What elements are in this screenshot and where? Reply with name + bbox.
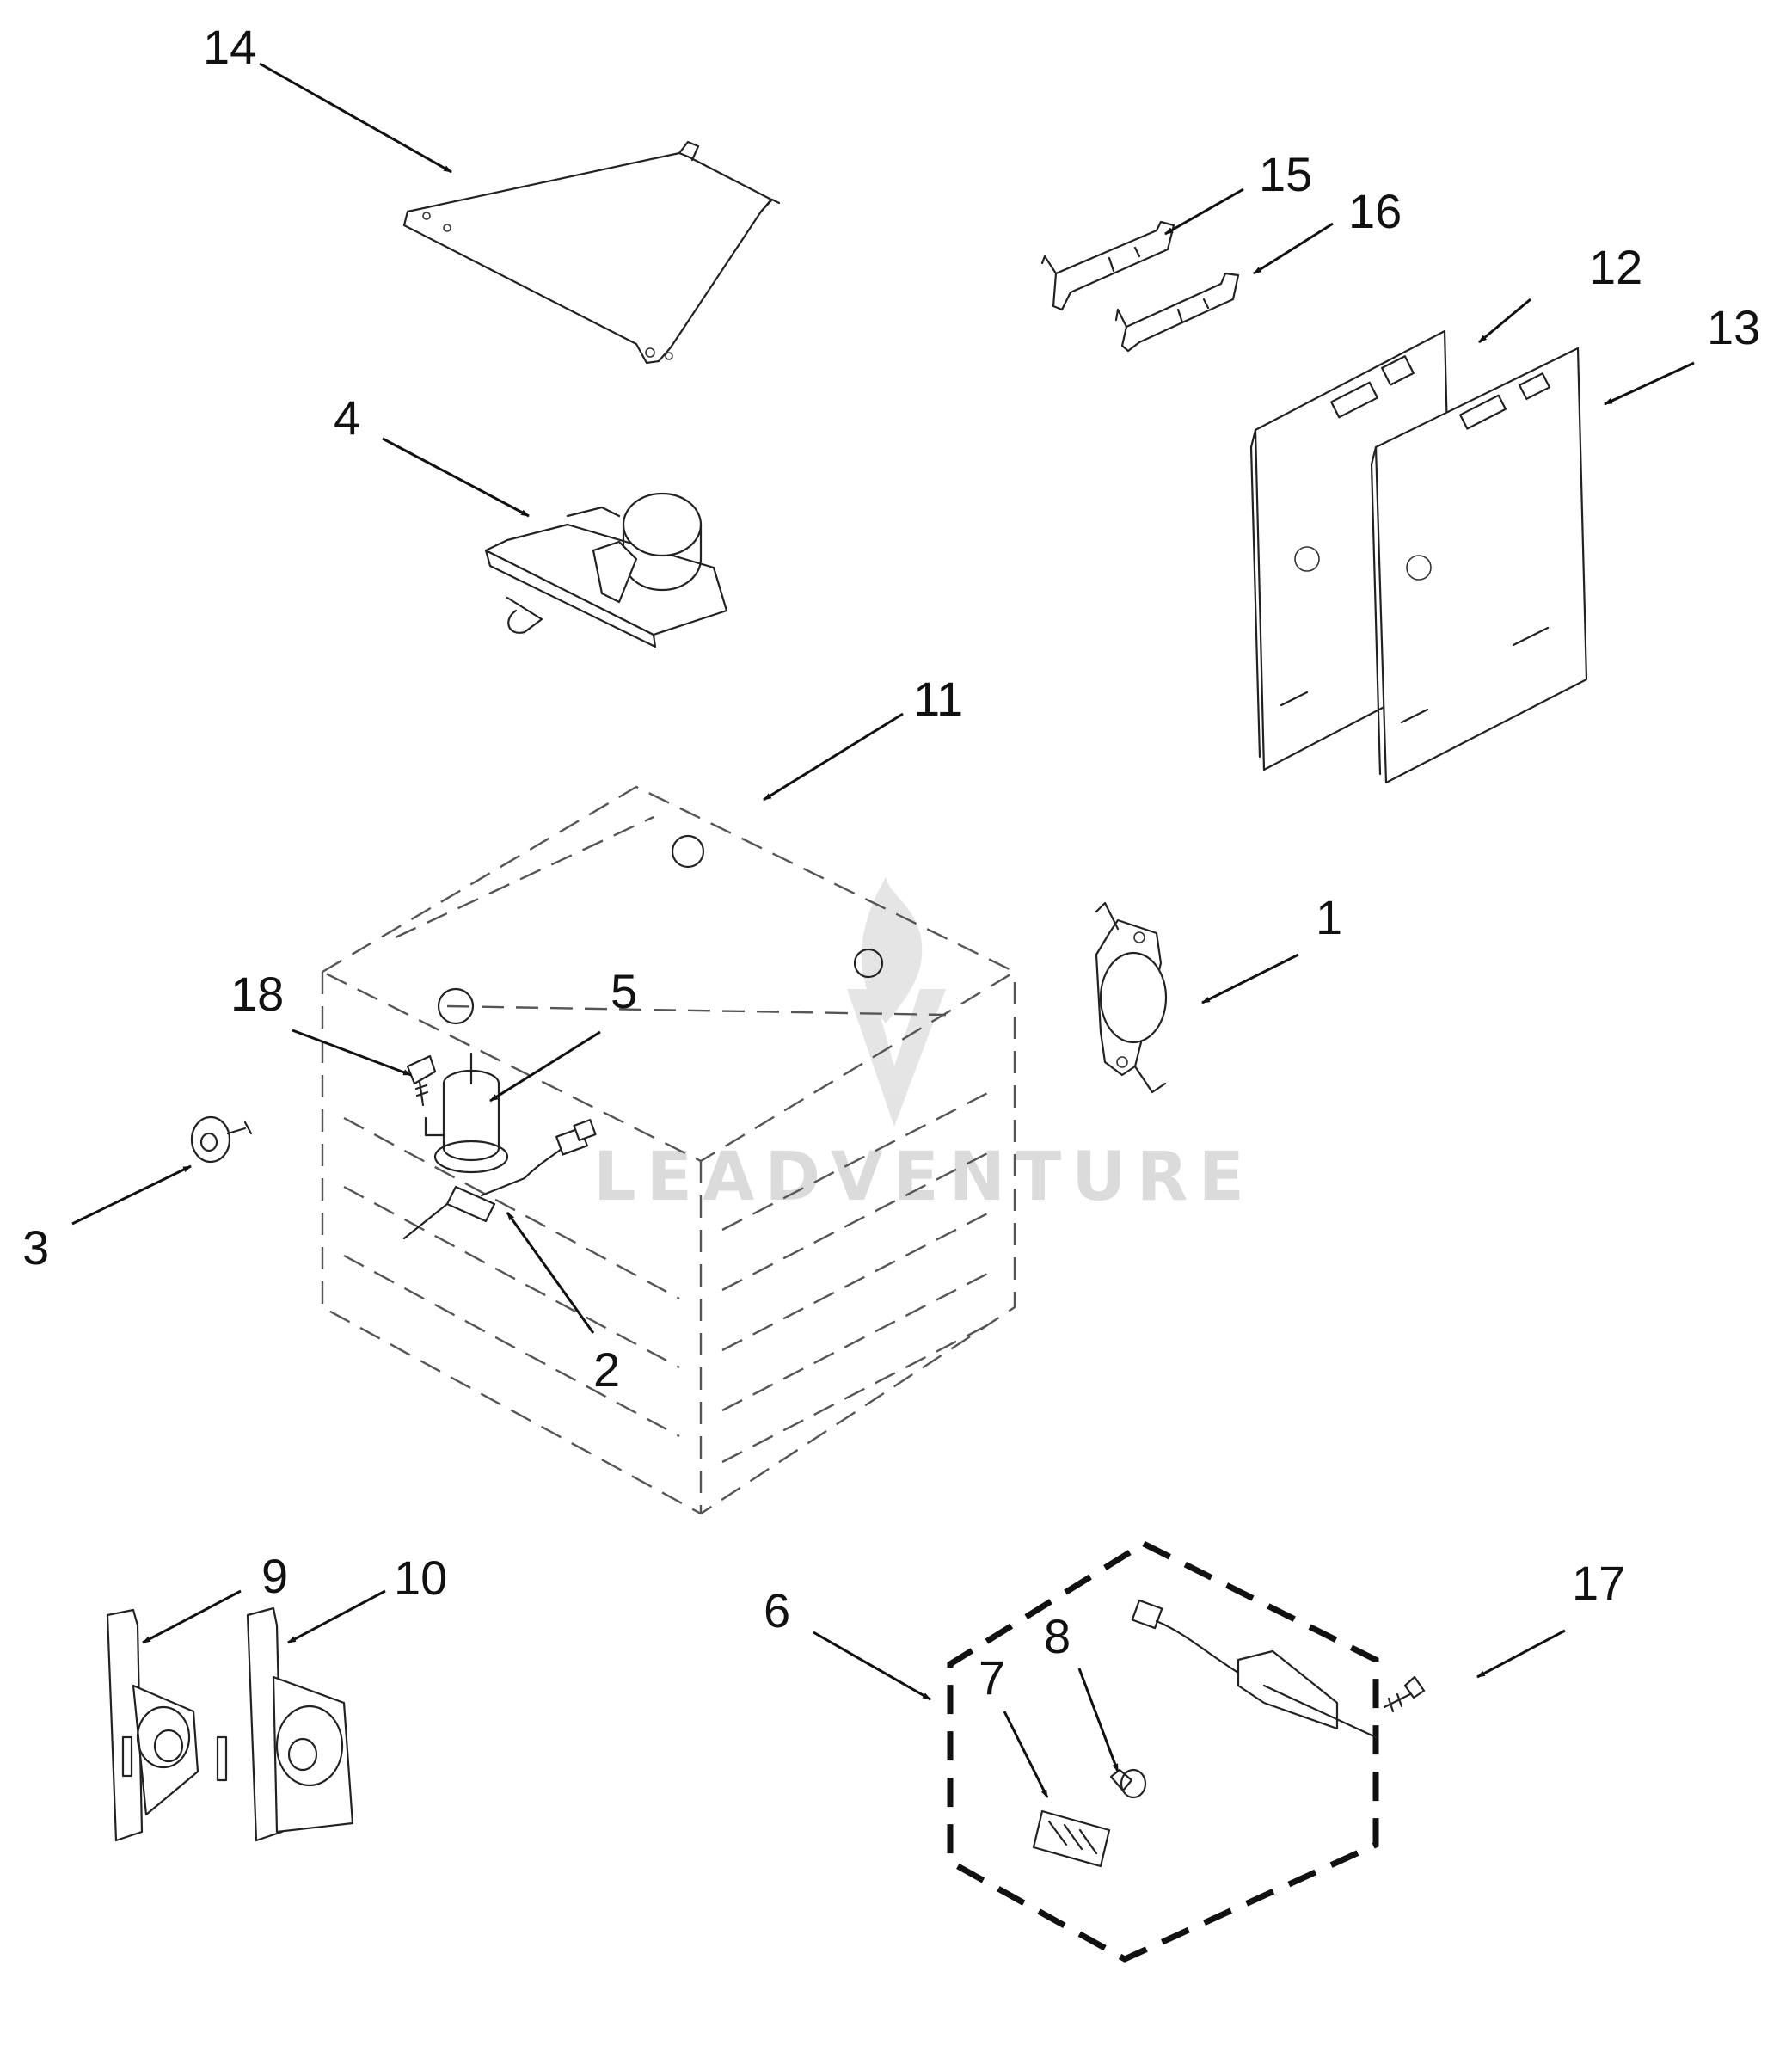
part-10-hinge[interactable] bbox=[216, 1606, 354, 1842]
part-3-knob[interactable] bbox=[190, 1115, 253, 1164]
part-18-screw[interactable] bbox=[406, 1054, 437, 1107]
callout-17: 17 bbox=[1572, 1556, 1625, 1610]
callout-8: 8 bbox=[1044, 1609, 1071, 1663]
part-4-switch-assembly[interactable] bbox=[484, 492, 728, 648]
part-15-bracket[interactable] bbox=[1040, 220, 1175, 311]
callout-4: 4 bbox=[334, 390, 360, 445]
light-harness bbox=[1131, 1599, 1378, 1739]
leader-7 bbox=[1003, 1711, 1049, 1798]
callout-18: 18 bbox=[230, 967, 284, 1021]
leader-3 bbox=[71, 1164, 192, 1226]
leader-1 bbox=[1201, 953, 1299, 1004]
leader-16 bbox=[1253, 222, 1334, 275]
part-11-oven-cavity[interactable] bbox=[320, 785, 1017, 1515]
callout-3: 3 bbox=[22, 1220, 49, 1275]
callout-9: 9 bbox=[261, 1549, 288, 1603]
callout-12: 12 bbox=[1589, 240, 1642, 294]
part-16-bracket[interactable] bbox=[1114, 272, 1240, 353]
leader-5 bbox=[489, 1030, 601, 1103]
part-9-hinge[interactable] bbox=[106, 1608, 199, 1842]
callout-16: 16 bbox=[1348, 184, 1402, 238]
leader-13 bbox=[1604, 361, 1695, 406]
callout-10: 10 bbox=[394, 1551, 447, 1605]
leader-9 bbox=[142, 1589, 242, 1644]
callout-13: 13 bbox=[1707, 300, 1760, 354]
leader-2 bbox=[506, 1212, 595, 1334]
watermark: LEADVENTURE bbox=[593, 877, 1255, 1216]
part-8-bulb[interactable] bbox=[1109, 1768, 1147, 1799]
leader-11 bbox=[763, 712, 904, 802]
leader-17 bbox=[1476, 1629, 1566, 1679]
part-2-sensor[interactable] bbox=[402, 1119, 597, 1240]
callout-1: 1 bbox=[1316, 890, 1342, 944]
part-1-thermostat[interactable] bbox=[1095, 901, 1168, 1094]
callout-15: 15 bbox=[1259, 147, 1312, 201]
part-5-igniter[interactable] bbox=[424, 1052, 509, 1174]
watermark-flame-logo bbox=[847, 877, 946, 1127]
callout-5: 5 bbox=[611, 964, 637, 1018]
part-14-top-plate[interactable] bbox=[402, 140, 781, 365]
leader-10 bbox=[287, 1589, 386, 1644]
part-7-lens[interactable] bbox=[1032, 1809, 1111, 1868]
watermark-text: LEADVENTURE bbox=[593, 1139, 1255, 1216]
callout-11: 11 bbox=[913, 672, 963, 726]
callout-14: 14 bbox=[203, 20, 256, 74]
part-6-light-kit[interactable] bbox=[947, 1539, 1379, 1963]
callout-2: 2 bbox=[593, 1342, 620, 1397]
part-13-panel[interactable] bbox=[1370, 347, 1588, 784]
callout-6: 6 bbox=[764, 1583, 790, 1637]
part-17-screw[interactable] bbox=[1383, 1675, 1426, 1713]
leader-12 bbox=[1478, 298, 1531, 344]
callout-labels: 14 4 15 16 12 13 11 1 18 5 3 2 9 10 6 7 … bbox=[22, 20, 1760, 1705]
leader-18 bbox=[292, 1029, 412, 1077]
leader-lines bbox=[71, 62, 1695, 1798]
leader-14 bbox=[259, 62, 452, 174]
leader-4 bbox=[382, 437, 530, 518]
leader-6 bbox=[813, 1631, 931, 1701]
leader-8 bbox=[1077, 1668, 1120, 1772]
leader-15 bbox=[1164, 187, 1244, 236]
callout-7: 7 bbox=[979, 1650, 1005, 1705]
